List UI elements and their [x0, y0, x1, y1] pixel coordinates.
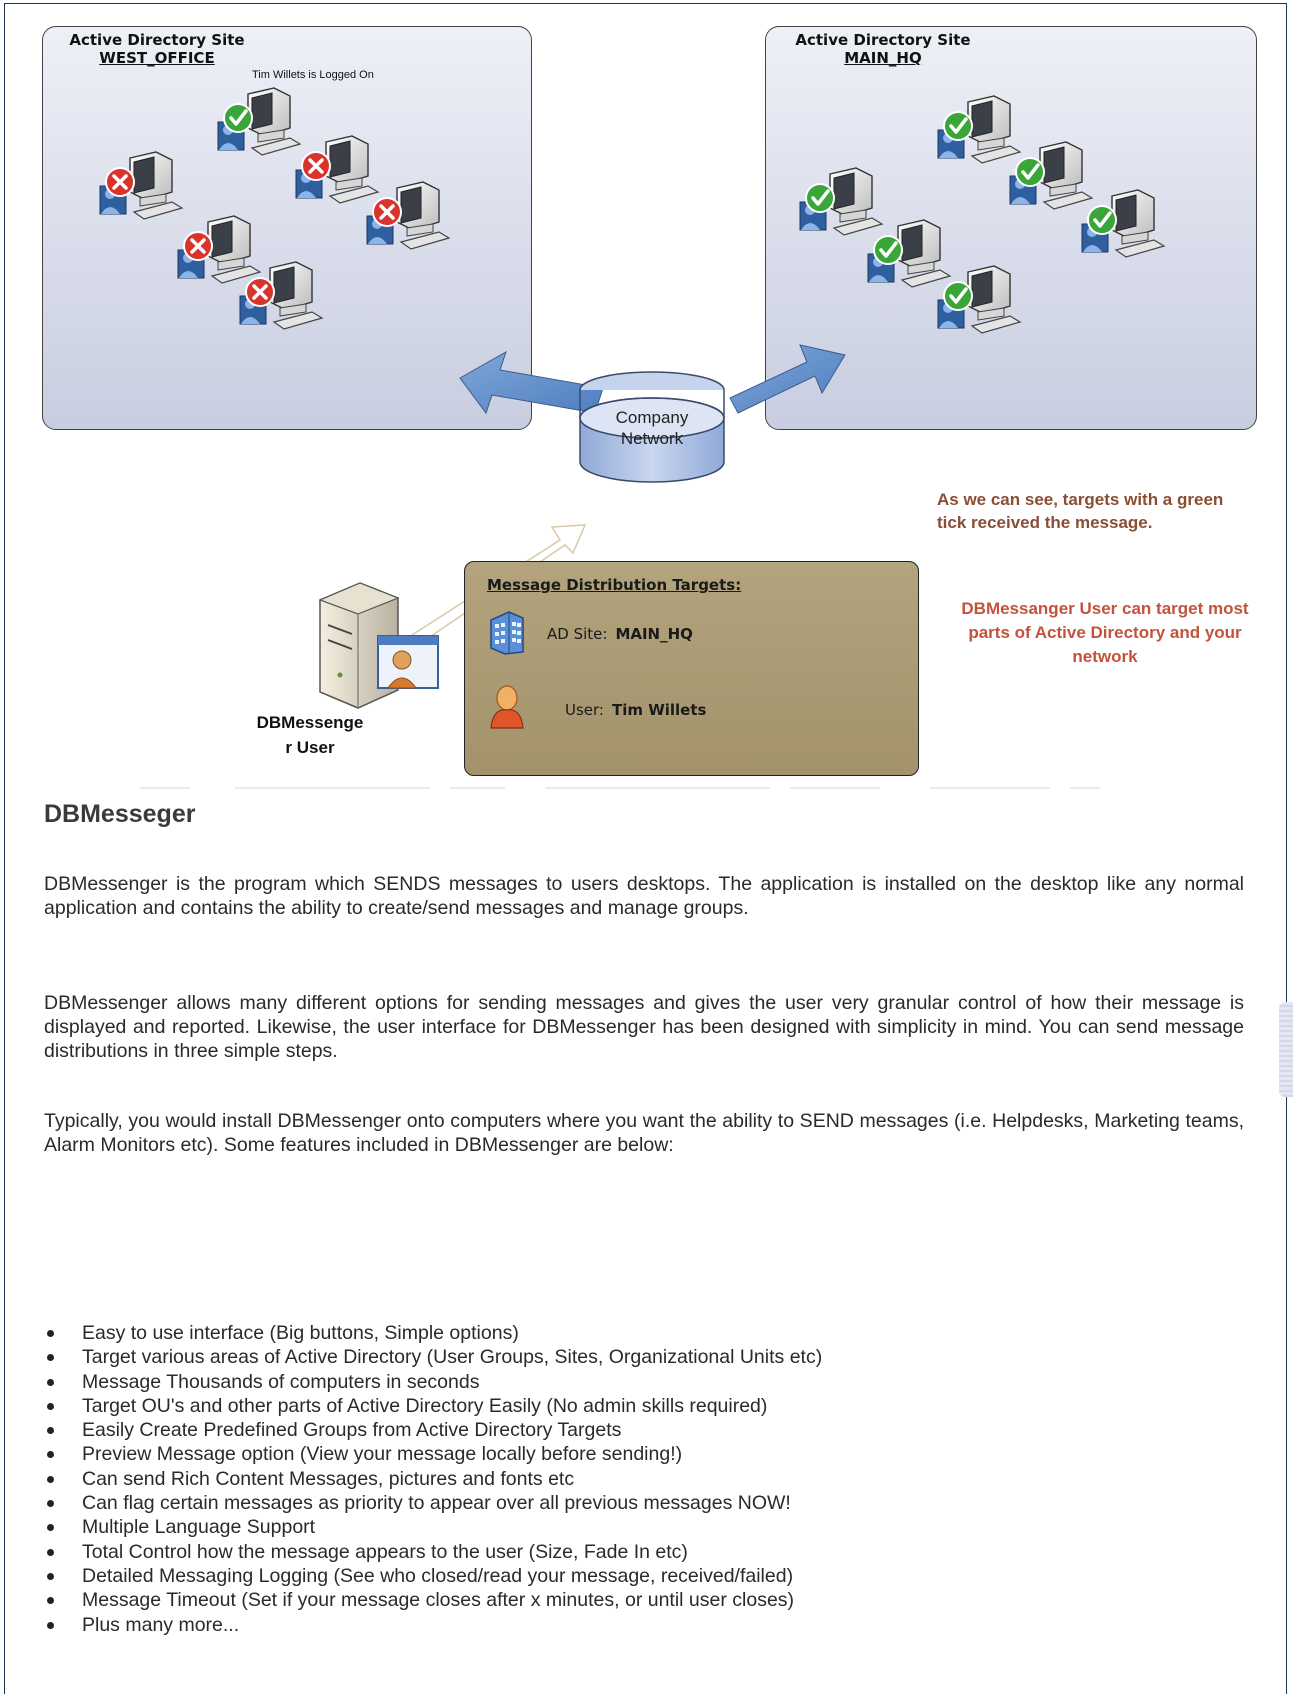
workstation-icon	[217, 87, 302, 156]
list-item: Total Control how the message appears to…	[44, 1540, 822, 1564]
main-site-title: Active Directory Site MAIN_HQ	[783, 31, 983, 67]
west-site-name: WEST_OFFICE	[99, 49, 215, 67]
target-note: DBMessanger User can target most parts o…	[961, 599, 1249, 666]
list-item: Multiple Language Support	[44, 1515, 822, 1539]
user-value: Tim Willets	[611, 701, 707, 719]
list-item: Message Thousands of computers in second…	[44, 1370, 822, 1394]
list-item: Can flag certain messages as priority to…	[44, 1491, 822, 1515]
sender-label-line1: DBMessenge	[256, 713, 364, 732]
user-icon	[490, 685, 524, 729]
section-heading: DBMesseger	[44, 800, 196, 828]
paragraph-options: DBMessenger allows many different option…	[44, 992, 1244, 1062]
network-label-line2: Network	[620, 429, 684, 448]
user-label: User:	[565, 701, 604, 719]
cross-icon	[183, 231, 213, 261]
cross-icon	[245, 277, 275, 307]
cross-icon	[372, 197, 402, 227]
ad-site-value: MAIN_HQ	[615, 625, 693, 643]
feature-list: Easy to use interface (Big buttons, Simp…	[44, 1321, 822, 1637]
west-site-title-text: Active Directory Site	[69, 31, 245, 49]
target-user: User: Tim Willets	[565, 701, 706, 719]
check-icon	[223, 103, 253, 133]
paragraph-install: Typically, you would install DBMessenger…	[44, 1110, 1244, 1156]
list-item: Detailed Messaging Logging (See who clos…	[44, 1564, 822, 1588]
cross-icon	[105, 167, 135, 197]
message-targets-panel: Message Distribution Targets: AD Site: MA…	[464, 561, 919, 776]
check-icon	[1015, 157, 1045, 187]
list-item: Easy to use interface (Big buttons, Simp…	[44, 1321, 822, 1345]
workstation-icon	[177, 215, 262, 284]
workstation-icon	[295, 135, 380, 204]
workstation-icon	[239, 261, 324, 330]
check-icon	[1087, 205, 1117, 235]
check-icon	[805, 183, 835, 213]
paragraph-intro: DBMessenger is the program which SENDS m…	[44, 873, 1244, 919]
workstation-icon	[937, 265, 1022, 334]
arrow-to-west	[459, 350, 604, 415]
workstation-icon	[1081, 189, 1166, 258]
arrow-to-east	[729, 344, 846, 414]
target-ad-site: AD Site: MAIN_HQ	[547, 625, 693, 643]
list-item: Can send Rich Content Messages, pictures…	[44, 1467, 822, 1491]
check-icon	[943, 281, 973, 311]
diagram-graphic	[99, 87, 1166, 709]
workstation-icon	[799, 167, 884, 236]
list-item: Target OU's and other parts of Active Di…	[44, 1394, 822, 1418]
sender-label-line2: r User	[285, 738, 335, 757]
west-office-site-box	[42, 26, 532, 430]
targets-title: Message Distribution Targets:	[487, 576, 742, 594]
arrow-sender-to-network	[410, 524, 587, 647]
workstation-icon	[937, 95, 1022, 164]
cross-icon	[301, 151, 331, 181]
user-window-icon	[377, 635, 439, 689]
page-frame	[4, 3, 1287, 1694]
main-site-title-text: Active Directory Site	[795, 31, 971, 49]
list-item: Easily Create Predefined Groups from Act…	[44, 1418, 822, 1442]
check-icon	[873, 235, 903, 265]
workstation-icon	[1009, 141, 1094, 210]
check-icon	[943, 111, 973, 141]
sender-label: DBMessenge r User	[236, 710, 384, 760]
building-icon	[490, 611, 524, 655]
workstation-icon	[366, 181, 451, 250]
logged-on-note: Tim Willets is Logged On	[252, 69, 374, 81]
network-database-icon	[579, 371, 725, 483]
list-item: Preview Message option (View your messag…	[44, 1442, 822, 1466]
list-item: Message Timeout (Set if your message clo…	[44, 1588, 822, 1612]
edge-decoration	[1279, 1002, 1293, 1097]
network-label-line1: Company	[615, 408, 689, 427]
west-site-title: Active Directory Site WEST_OFFICE	[52, 31, 262, 67]
workstation-icon	[99, 151, 184, 220]
separator-line	[140, 787, 1100, 789]
list-item: Target various areas of Active Directory…	[44, 1345, 822, 1369]
ad-site-label: AD Site:	[547, 625, 608, 643]
workstation-icon	[867, 219, 952, 288]
main-site-name: MAIN_HQ	[844, 49, 922, 67]
list-item: Plus many more...	[44, 1613, 822, 1637]
received-note: As we can see, targets with a green tick…	[937, 490, 1224, 532]
network-label: Company Network	[587, 407, 717, 449]
